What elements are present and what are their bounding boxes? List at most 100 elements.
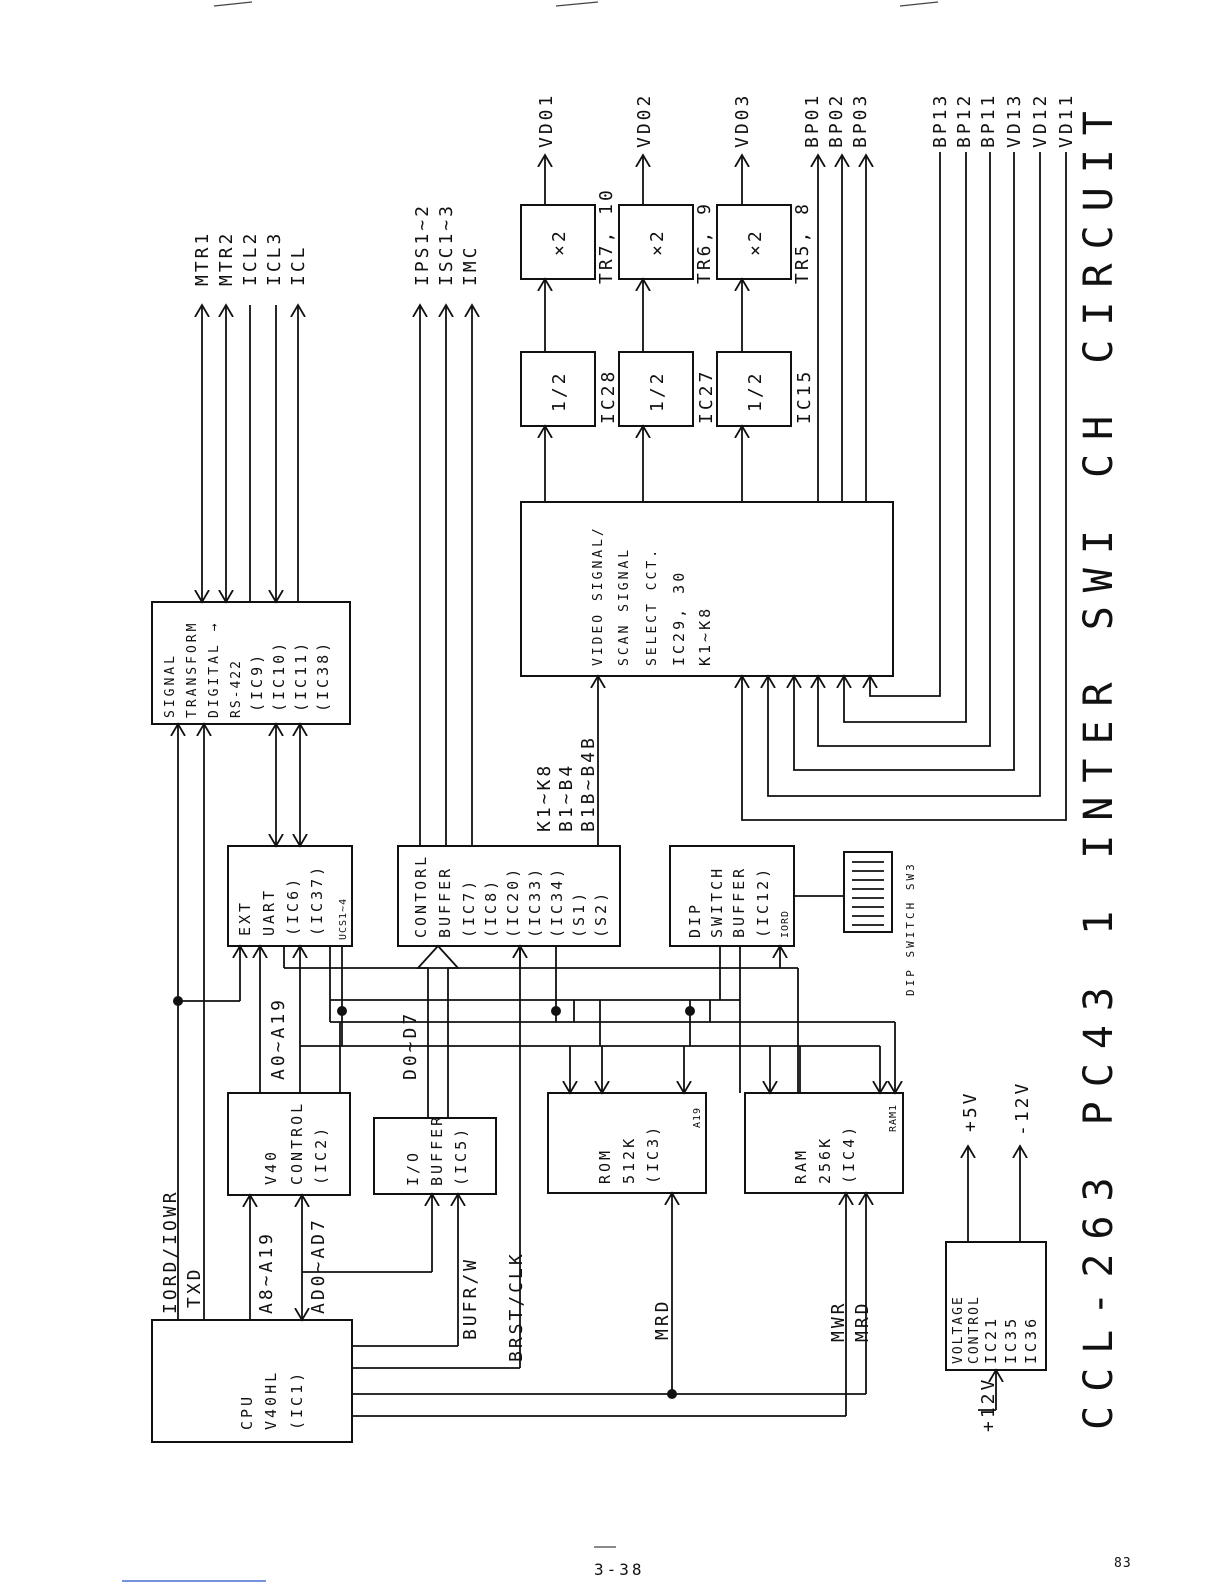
rom-block [547,1092,707,1194]
st-label-5: (IC9) [248,652,266,712]
half-3-label: 1/2 [745,370,766,412]
out-icl3: ICL3 [264,231,285,286]
x2-1-label: ×2 [549,228,570,256]
label-bufr-w: BUFR/W [460,1257,481,1340]
cb-label-8: (S1) [570,890,588,938]
st-label-2: TRANSFORM [185,621,200,718]
out-bp02: BP02 [826,93,847,148]
st-label-8: (IC38) [314,640,332,712]
vc-label-1: VOLTAGE [951,1295,966,1364]
ram-label-2: 256K [816,1136,834,1184]
label-tr6-9: TR6, 9 [694,201,715,284]
page-number: 3-38 [594,1560,645,1579]
in-bp12: BP12 [954,93,975,148]
out-bp01: BP01 [802,93,823,148]
label-ic15: IC15 [794,369,815,424]
rom-label-a19: A19 [692,1107,703,1128]
output-labels: MTR1 MTR2 ICL2 ICL3 ICL IPS1~2 ISC1~3 IM… [192,93,1077,286]
ram-block [744,1092,904,1194]
st-label-3: DIGITAL → [207,621,222,718]
dip-buffer-block [669,845,795,947]
rom-label-1: ROM [596,1148,614,1184]
x2-2-label: ×2 [647,228,668,256]
st-label-7: (IC11) [292,640,310,712]
io-label-2: BUFFER [428,1114,446,1186]
in-vd12: VD12 [1030,93,1051,148]
dip-label-3: BUFFER [730,866,748,938]
uart-label-1: EXT [236,900,254,936]
label-a8-a19: A8~A19 [256,1231,277,1314]
corner-mark: 83 [1114,1556,1132,1571]
video-select-block [520,501,894,677]
uart-label-3: (IC6) [284,876,302,936]
dip-label-2: SWITCH [708,866,726,938]
out-vd01: VD01 [536,93,557,148]
out-isc: ISC1~3 [436,203,457,286]
label-b1b-b4b: B1B~B4B [578,735,599,832]
label-k1-k8: K1~K8 [534,763,555,832]
half-1-label: 1/2 [549,370,570,412]
diagram-title: CCL-263 PC43 1 INTER SWI CH CIRCUIT [1076,97,1122,1430]
half-block-3 [716,351,792,427]
label-mrd-rom: MRD [652,1298,673,1340]
vs-label-1: VIDEO SIGNAL/ [591,525,606,666]
out-mtr1: MTR1 [192,231,213,286]
vc-label-3: IC21 [982,1316,1000,1364]
control-buffer-block [397,845,621,947]
dip-label-4: (IC12) [754,866,772,938]
st-label-6: (IC10) [270,640,288,712]
uart-label-5: UCS1~4 [338,898,349,940]
ram-label-ram1: RAM1 [888,1104,899,1132]
label-iord-iowr: IORD/IOWR [160,1189,181,1314]
in-bp11: BP11 [978,93,999,148]
scan-marks [122,1,939,1582]
ram-label-3: (IC4) [840,1124,858,1184]
label-dip-switch-sw3: DIP SWITCH SW3 [904,861,917,996]
st-label-4: RS-422 [229,659,244,718]
half-2-label: 1/2 [647,370,668,412]
ram-label-1: RAM [792,1148,810,1184]
out-ips: IPS1~2 [412,203,433,286]
cb-label-7: (IC34) [548,866,566,938]
out-vd02: VD02 [634,93,655,148]
label-b1-b4: B1~B4 [556,763,577,832]
in-vd11: VD11 [1056,93,1077,148]
uart-label-4: (IC37) [308,864,326,936]
vc-label-2: CONTROL [967,1295,982,1364]
vc-label-4: IC35 [1002,1316,1020,1364]
cb-label-6: (IC33) [526,866,544,938]
half-block-2 [618,351,694,427]
in-bp13: BP13 [930,93,951,148]
label-ic28: IC28 [598,369,619,424]
label-plus12v: +12V [978,1377,999,1432]
rom-label-3: (IC3) [644,1124,662,1184]
v40-label-1: V40 [262,1149,280,1185]
in-vd13: VD13 [1004,93,1025,148]
x2-3-label: ×2 [745,228,766,256]
label-d0-d7: D0~D7 [400,1011,421,1080]
out-mtr2: MTR2 [216,231,237,286]
cb-label-4: (IC8) [482,878,500,938]
out-imc: IMC [460,244,481,286]
dip-switch-icon [843,851,893,933]
rom-label-2: 512K [620,1136,638,1184]
signal-labels: IORD/IOWR TXD A8~A19 AD0~AD7 BUFR/W BRST… [160,187,1033,1432]
vc-label-5: IC36 [1022,1316,1040,1364]
v40-control-block [227,1092,351,1196]
label-txd: TXD [184,1266,205,1308]
x2-block-3 [716,204,792,280]
vs-label-4: IC29, 30 [670,570,688,666]
st-label-1: SIGNAL [163,653,178,718]
cb-label-9: (S2) [592,890,610,938]
label-mrd-ram: MRD [852,1300,873,1342]
cpu-block [151,1319,353,1443]
cb-label-5: (IC20) [504,866,522,938]
out-vd03: VD03 [732,93,753,148]
x2-block-2 [618,204,694,280]
out-bp03: BP03 [850,93,871,148]
label-mwr: MWR [828,1300,849,1342]
cb-label-2: BUFFER [436,866,454,938]
v40-label-3: (IC2) [312,1125,330,1185]
junction-dots [173,996,695,1399]
